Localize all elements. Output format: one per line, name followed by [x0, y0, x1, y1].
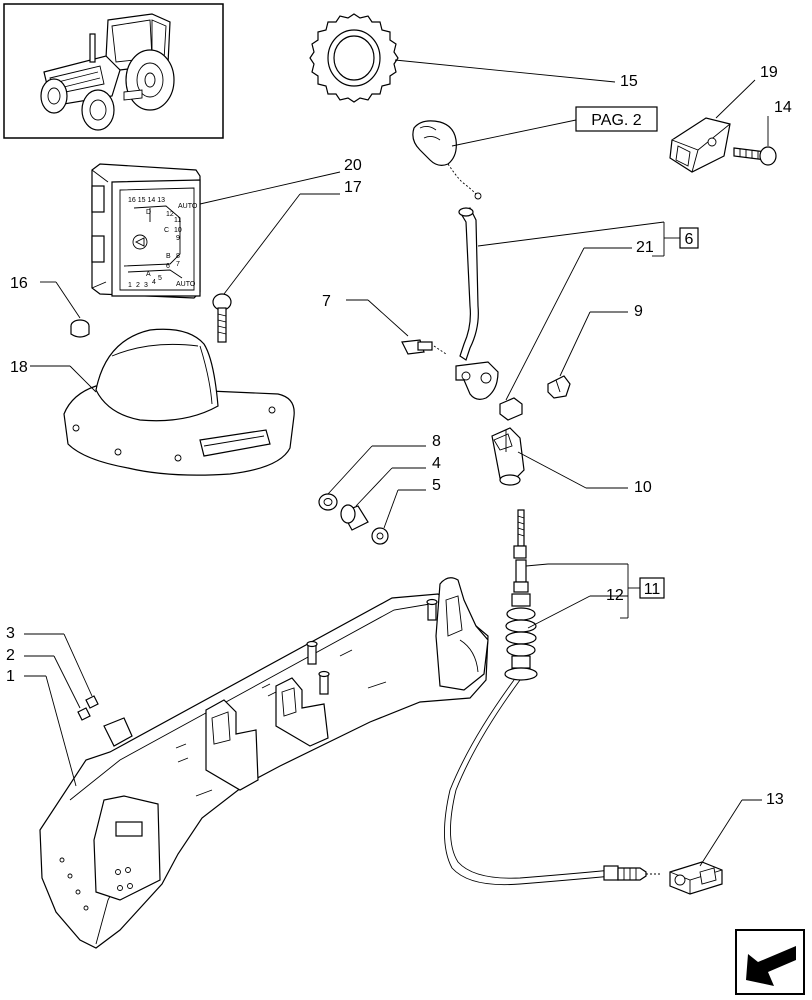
- plate-text-a: A: [146, 271, 151, 278]
- pivot-pin-4: [340, 467, 426, 531]
- pag-2-reference[interactable]: PAG. 2: [591, 112, 641, 129]
- callout-15[interactable]: 15: [620, 73, 638, 90]
- callout-21[interactable]: 21: [636, 239, 654, 256]
- plate-badge-top: AUTO: [178, 203, 198, 210]
- ref-box-11[interactable]: 11: [644, 581, 661, 598]
- washer-8: [318, 445, 426, 511]
- hex-screw-14: [733, 116, 777, 166]
- gear-knob-reference: PAG. 2: [412, 106, 658, 200]
- callout-3[interactable]: 3: [6, 625, 15, 642]
- tractor-thumbnail-icon[interactable]: [3, 3, 224, 139]
- plate-text-b: B: [166, 253, 171, 260]
- plate-text-12: 12: [166, 211, 174, 218]
- callout-5[interactable]: 5: [432, 477, 441, 494]
- ref-box-6[interactable]: 6: [685, 231, 694, 248]
- callout-10[interactable]: 10: [634, 479, 652, 496]
- bolt-3: [24, 633, 99, 709]
- rubber-plug: [40, 281, 90, 338]
- plate-text-10: 10: [174, 227, 182, 234]
- callout-7[interactable]: 7: [322, 293, 331, 310]
- screw-7: [346, 299, 447, 355]
- toothed-lock-washer: [309, 13, 616, 103]
- next-page-arrow-icon[interactable]: [735, 929, 805, 995]
- plate-text-1: 1: [128, 282, 132, 289]
- callout-16[interactable]: 16: [10, 275, 28, 292]
- plate-text-8: 8: [176, 253, 180, 260]
- callout-8[interactable]: 8: [432, 433, 441, 450]
- plate-text-5: 5: [158, 275, 162, 282]
- bolt-2: [24, 655, 91, 721]
- callout-19[interactable]: 19: [760, 64, 778, 81]
- callout-18[interactable]: 18: [10, 359, 28, 376]
- callout-12[interactable]: 12: [606, 587, 624, 604]
- callout-4[interactable]: 4: [432, 455, 441, 472]
- plate-text-7: 7: [176, 261, 180, 268]
- callout-1[interactable]: 1: [6, 668, 15, 685]
- plate-text-d: D: [146, 209, 151, 216]
- plate-text-top: 16 15 14 13: [128, 197, 165, 204]
- nut-5: [371, 489, 426, 545]
- gear-lever-rod: [455, 207, 665, 400]
- callout-14[interactable]: 14: [774, 99, 792, 116]
- callout-17[interactable]: 17: [344, 179, 362, 196]
- plate-badge-bottom: AUTO: [176, 281, 196, 288]
- bushing-21: [499, 247, 632, 421]
- plate-text-c: C: [164, 227, 169, 234]
- screw-17: [212, 193, 340, 343]
- plate-text-4: 4: [152, 279, 156, 286]
- plate-text-11: 11: [174, 217, 181, 224]
- plate-text-3: 3: [144, 282, 148, 289]
- plate-text-9: 9: [176, 235, 180, 242]
- plate-text-2: 2: [136, 282, 140, 289]
- support-bracket-1: [24, 577, 489, 949]
- retaining-clip: [547, 311, 628, 399]
- gear-indicator-plate: 16 15 14 13 12 D 11 C 10 9 B 8 6 7 A 5 4…: [91, 163, 341, 299]
- gear-cable: [444, 509, 662, 886]
- callout-9[interactable]: 9: [634, 303, 643, 320]
- callout-20[interactable]: 20: [344, 157, 362, 174]
- bracket-block: [669, 79, 756, 173]
- callout-13[interactable]: 13: [766, 791, 784, 808]
- cable-end-clevis: [669, 799, 762, 895]
- plate-text-6: 6: [166, 263, 170, 270]
- clevis-fork: [491, 427, 628, 489]
- gear-lever-boot: [30, 328, 295, 476]
- callout-2[interactable]: 2: [6, 647, 15, 664]
